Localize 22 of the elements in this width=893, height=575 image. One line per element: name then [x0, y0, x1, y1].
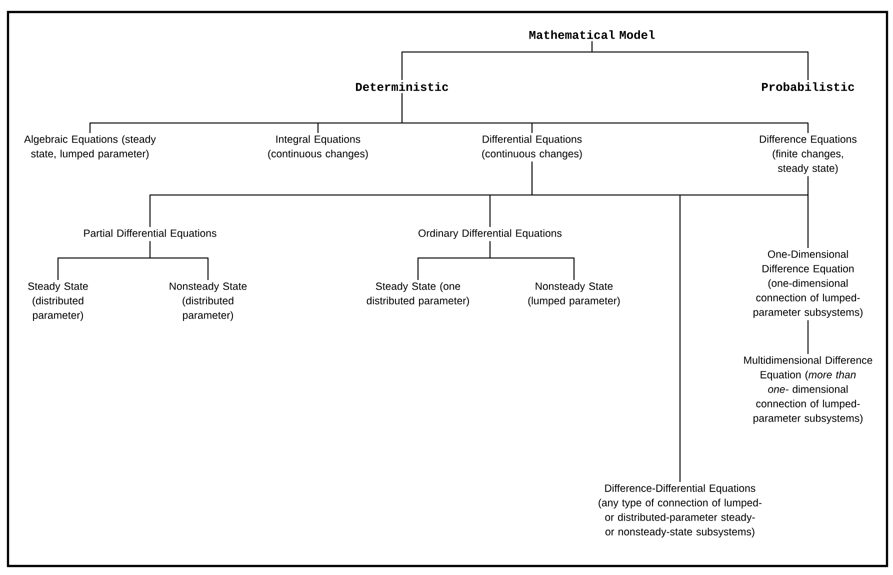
category-label: One-Dimensional Difference Equation (one-dimensional connection of lumped-parameter subsystems) [754, 250, 862, 318]
connector-line [808, 320, 809, 354]
category-label: Multidimensional Difference Equation (more than one- dimensional connection of lumped-parameter subsystems) [744, 356, 872, 424]
category-label: Ordinary Differential Equations [418, 229, 562, 239]
connector-line [592, 40, 809, 80]
category-label: Differential Equations (continuous changes) [482, 135, 582, 160]
connector-line [808, 176, 809, 248]
category-label: Integral Equations (continuous changes) [268, 135, 368, 160]
category-label: Partial Differential Equations [84, 229, 216, 239]
connector-line [150, 240, 208, 280]
category-label: Steady State (one distributed parameter) [366, 282, 469, 306]
connector-line [402, 92, 809, 134]
category-label: Nonsteady State (lumped parameter) [528, 282, 620, 306]
category-label: Probabilistic [762, 82, 854, 91]
category-label: Steady State (distributed parameter) [28, 282, 88, 321]
category-label: Deterministic [356, 82, 448, 91]
category-label: Algebraic Equations (steady state, lumped parameter) [24, 135, 156, 160]
category-label: Difference Equations (finite changes, steady state) [760, 135, 857, 174]
connector-line [490, 240, 574, 280]
category-label: Nonsteady State (distributed parameter) [170, 282, 247, 321]
category-label: Mathematical Model [529, 30, 655, 39]
category-label: Difference-Differential Equations (any type of connection of lumped- or distributed-parameter steady- or nonsteady-state subsystems) [598, 484, 762, 538]
